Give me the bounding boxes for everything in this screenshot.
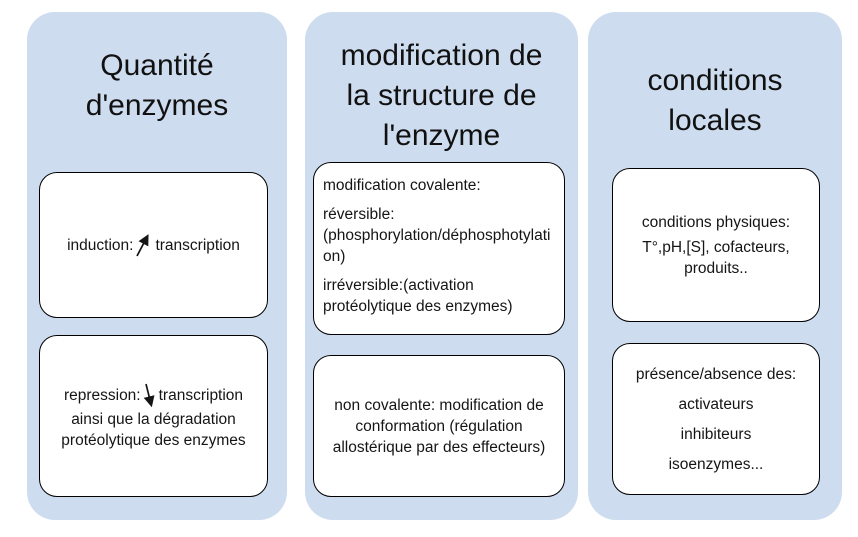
repression-box: repression: transcription ainsi que la d… [39, 335, 268, 497]
reversible-text: réversible: (phosphorylation/déphosphoty… [323, 206, 551, 265]
transcription-label: transcription [158, 386, 244, 404]
covalent-modification-box: modification covalente: réversible: (pho… [313, 162, 565, 335]
column-title: conditions locales [647, 64, 783, 137]
physical-conditions-list: T°,pH,[S], cofacteurs, produits.. [642, 238, 790, 277]
inhibitors-text: inhibiteurs [680, 425, 752, 443]
irreversible-text: irréversible:(activation protéolytique d… [323, 277, 513, 315]
repression-label: repression: [63, 386, 141, 404]
increase-arrow-icon [136, 234, 149, 257]
physical-conditions-box: conditions physiques: T°,pH,[S], cofacte… [612, 168, 820, 322]
transcription-label: transcription [155, 236, 240, 254]
box-text-line: induction: transcription [67, 231, 240, 259]
activators-text: activateurs [678, 395, 754, 413]
non-covalent-text: non covalente: modification de conformat… [332, 396, 546, 456]
box-text-line: repression: transcription [64, 381, 243, 409]
column-conditions-locales: conditions locales conditions physiques:… [588, 12, 842, 520]
isoenzymes-text: isoenzymes... [668, 455, 764, 473]
non-covalent-box: non covalente: modification de conformat… [313, 355, 565, 497]
column-title: Quantité d'enzymes [85, 49, 229, 122]
decrease-arrow-icon [143, 383, 155, 408]
covalent-title-text: modification covalente: [323, 177, 481, 194]
physical-conditions-title: conditions physiques: [641, 213, 791, 231]
presence-absence-box: présence/absence des: activateurs inhibi… [612, 343, 820, 495]
column-modification-structure: modification de la structure de l'enzyme… [305, 12, 578, 520]
induction-box: induction: transcription [39, 172, 268, 318]
column-quantite-enzymes: Quantité d'enzymes induction: transcript… [27, 12, 287, 520]
column-title: modification de la structure de l'enzyme [340, 39, 543, 152]
presence-absence-title: présence/absence des: [635, 365, 797, 383]
induction-label: induction: [67, 236, 134, 254]
degradation-text: ainsi que la dégradation protéolytique d… [61, 411, 246, 449]
